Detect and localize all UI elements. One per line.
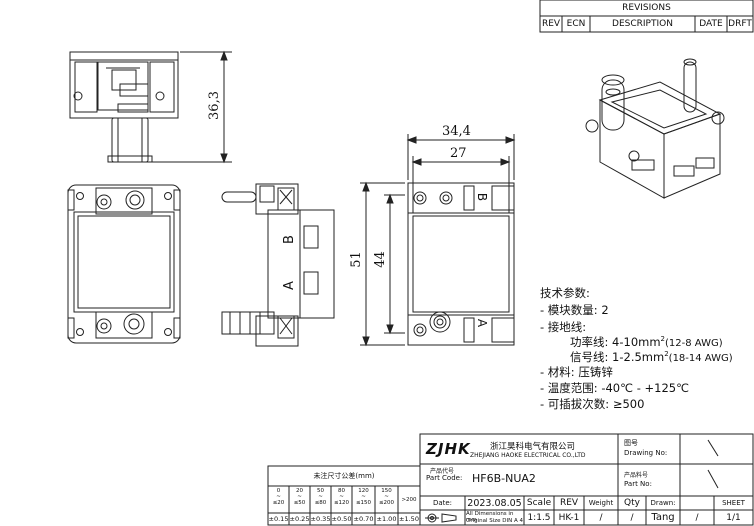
drawn-value: Tang	[651, 512, 675, 523]
side-label-b: B	[281, 235, 297, 244]
tolerance-value-6: ±1.50	[399, 515, 419, 523]
part-code-en: Part Code:	[426, 474, 463, 482]
dim-overall-width: 34,4	[442, 124, 471, 139]
tolerance-value-2: ±0.35	[310, 515, 331, 523]
spec-temperature: - 温度范围: -40℃ - +125℃	[540, 381, 689, 395]
weight-label: Weight	[588, 499, 614, 507]
tolerance-range-bottom: ≤20	[272, 500, 285, 506]
tolerance-value-3: ±0.50	[331, 515, 352, 523]
spec-material: - 材料: 压铸锌	[540, 365, 613, 379]
tolerance-title: 未注尺寸公差(mm)	[313, 472, 375, 480]
qty-value: /	[630, 512, 634, 523]
rev-value: HK-1	[558, 512, 580, 523]
tolerance-value-5: ±1.00	[376, 515, 397, 523]
spec-signal-line: 信号线: 1-2.5mm2(18-14 AWG)	[570, 349, 733, 365]
note-line-2: Original Size DIN A 4	[466, 518, 524, 524]
sheet-label: SHEET	[722, 499, 745, 507]
tolerance-range-3: 80~≤120	[331, 488, 352, 506]
spec-ground: - 接地线:	[540, 320, 587, 334]
dim-inner-height: 44	[372, 251, 388, 268]
spec-signal-sup: 2	[664, 350, 669, 359]
tolerance-range-tilde: ~	[339, 494, 344, 500]
company-logo: ZJHK	[426, 440, 471, 458]
tolerance-range-top: 0	[276, 488, 281, 494]
part-code-cn: 产品代号	[430, 468, 455, 475]
side-view-top	[69, 51, 179, 163]
date-header: DATE	[699, 19, 723, 29]
part-no-en: Part No:	[624, 480, 652, 488]
spec-mating: - 可插拔次数: ≥500	[540, 397, 645, 411]
description-header: DESCRIPTION	[612, 19, 673, 29]
tolerance-range-bottom: ≤80	[314, 500, 327, 506]
tolerance-range-4: 120~≤150	[352, 488, 375, 506]
tolerance-value-4: ±0.70	[353, 515, 374, 523]
spec-heading: 技术参数:	[540, 286, 590, 300]
drft-header: DRFT	[728, 19, 752, 29]
spec-power-line: 功率线: 4-10mm2(12-8 AWG)	[570, 334, 723, 350]
dim-overall-height: 51	[348, 251, 364, 268]
tolerance-range-tilde: ~	[276, 494, 281, 500]
side-label-a: A	[281, 281, 297, 290]
tolerance-range-bottom: ≤200	[378, 500, 395, 506]
rev-label: REV	[559, 498, 579, 508]
scale-label: Scale	[526, 498, 552, 508]
drawing-no-cn: 图号	[624, 439, 638, 447]
tolerance-range-over: >200	[401, 496, 417, 503]
spec-modules: - 模块数量: 2	[540, 303, 609, 317]
revision-table-lines	[539, 0, 754, 33]
tolerance-range-1: 20~≤50	[289, 488, 310, 506]
spec-signal-text: 信号线: 1-2.5mm	[570, 350, 665, 364]
company-name-cn: 浙江昊科电气有限公司	[490, 442, 576, 452]
tolerance-range-top: 20	[296, 488, 303, 494]
spec-power-awg: (12-8 AWG)	[665, 338, 723, 349]
tolerance-range-0: 0~≤20	[268, 488, 289, 506]
check-value: /	[695, 512, 699, 523]
tolerance-range-5: 150~≤200	[375, 488, 398, 506]
date-label: Date:	[432, 499, 453, 507]
date-value: 2023.08.05	[467, 497, 522, 509]
tolerance-range-tilde: ~	[384, 494, 389, 500]
tolerance-range-bottom: ≤120	[333, 500, 350, 506]
dim-height-side: 36,3	[206, 91, 222, 120]
tolerance-range-tilde: ~	[297, 494, 302, 500]
sheet-value: 1/1	[726, 512, 741, 523]
weight-value: /	[599, 512, 603, 523]
tolerance-range-top: 50	[317, 488, 324, 494]
spec-power-text: 功率线: 4-10mm	[570, 335, 661, 349]
tolerance-value-0: ±0.15	[268, 515, 289, 523]
front-label-a: A	[475, 318, 490, 328]
tolerance-range-tilde: ~	[361, 494, 366, 500]
ecn-header: ECN	[566, 19, 586, 29]
spec-power-sup: 2	[660, 335, 666, 344]
tolerance-range-top: 80	[338, 488, 345, 494]
dim-inner-width: 27	[450, 146, 467, 161]
drawing-no-en: Drawing No:	[624, 449, 668, 457]
tolerance-range-bottom: ≤150	[355, 500, 372, 506]
tolerance-range-bottom: ≤50	[293, 500, 306, 506]
tolerance-value-1: ±0.25	[289, 515, 310, 523]
note-line-1: All Dimensions in mm	[466, 511, 514, 523]
tolerance-range-top: 150	[381, 488, 392, 494]
side-view-middle	[221, 183, 335, 347]
tolerance-range-tilde: ~	[318, 494, 323, 500]
part-no-cn: 产品料号	[624, 472, 649, 479]
scale-value: 1:1.5	[527, 512, 551, 523]
tolerance-range-2: 50~≤80	[310, 488, 331, 506]
front-view-left	[67, 184, 181, 344]
front-view-right	[407, 182, 515, 346]
title-block-lines	[267, 433, 754, 526]
tolerance-range-top: 120	[358, 488, 369, 494]
qty-label: Qty	[624, 498, 640, 508]
part-code-value: HF6B-NUA2	[472, 472, 536, 485]
isometric-view	[585, 58, 725, 199]
front-label-b: B	[475, 192, 490, 202]
revisions-title: REVISIONS	[622, 3, 671, 13]
company-name-en: ZHEJIANG HAOKE ELECTRICAL CO.,LTD	[470, 452, 586, 459]
drawn-label: Drawn:	[650, 499, 676, 507]
rev-header: REV	[541, 19, 561, 29]
spec-signal-awg: (18-14 AWG)	[668, 353, 733, 364]
